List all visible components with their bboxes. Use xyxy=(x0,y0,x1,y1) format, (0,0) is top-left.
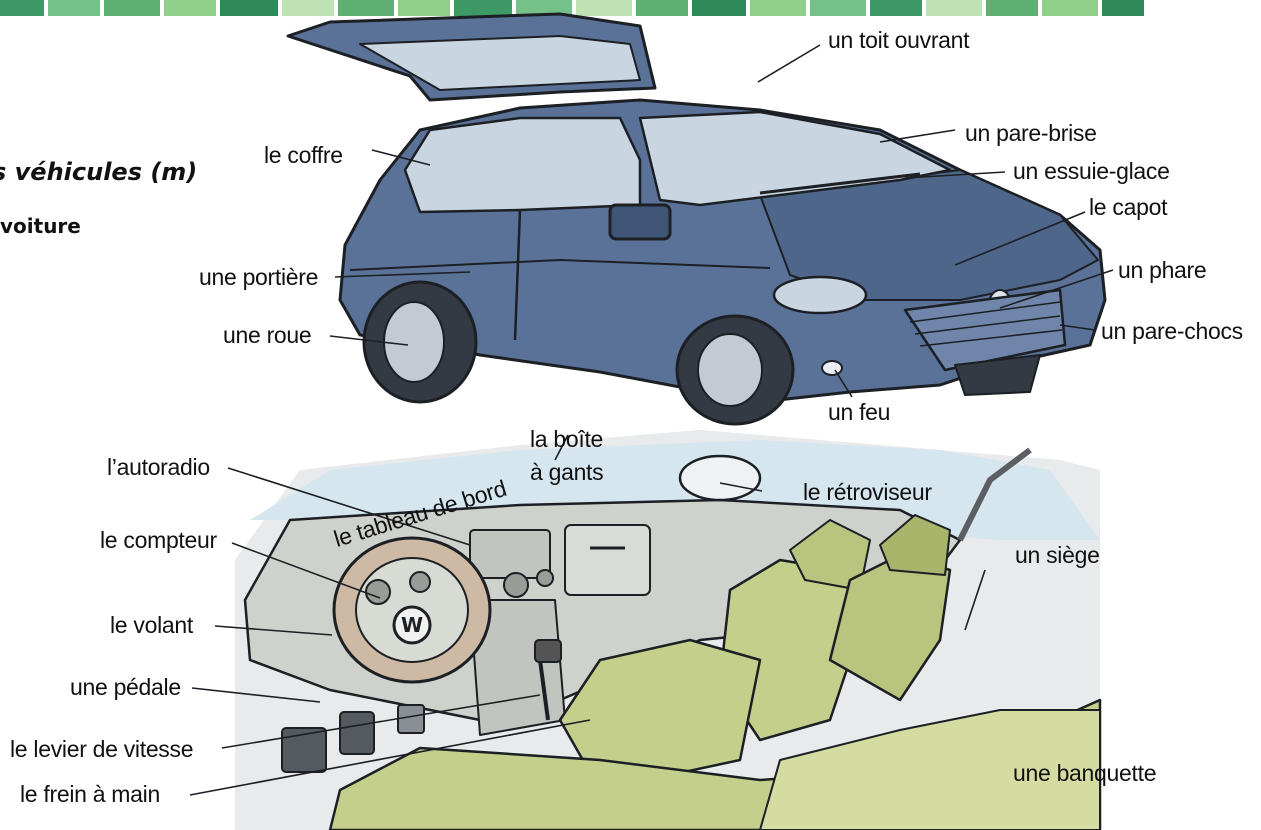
rear-view-mirror xyxy=(680,456,760,500)
label-essuie-glace: un essuie-glace xyxy=(1013,160,1170,183)
subsection-heading: voiture xyxy=(0,214,81,238)
label-roue: une roue xyxy=(223,324,311,347)
label-retroviseur: le rétroviseur xyxy=(803,481,932,504)
label-boite-line2: à gants xyxy=(530,461,603,484)
label-pare-chocs: un pare-chocs xyxy=(1101,320,1243,343)
label-levier: le levier de vitesse xyxy=(10,738,193,761)
label-toit-ouvrant: un toit ouvrant xyxy=(828,29,969,52)
car-interior: W xyxy=(235,430,1100,830)
steering-wheel: W xyxy=(334,538,490,682)
label-boite-line1: la boîte xyxy=(530,428,603,451)
label-capot: le capot xyxy=(1089,196,1167,219)
pedal-2 xyxy=(340,712,374,754)
label-portiere: une portière xyxy=(199,266,318,289)
label-phare: un phare xyxy=(1118,259,1206,282)
front-wheel xyxy=(677,316,793,424)
glove-box xyxy=(565,525,650,595)
label-coffre: le coffre xyxy=(264,144,343,167)
label-frein: le frein à main xyxy=(20,783,160,806)
headlight xyxy=(774,277,866,313)
label-pedale: une pédale xyxy=(70,676,181,699)
label-autoradio: l’autoradio xyxy=(107,456,210,479)
label-volant: le volant xyxy=(110,614,193,637)
label-banquette: une banquette xyxy=(1013,762,1156,785)
svg-text:W: W xyxy=(401,613,423,637)
section-heading: s véhicules (m) xyxy=(0,158,197,186)
rear-window xyxy=(405,118,640,212)
label-pare-brise: un pare-brise xyxy=(965,122,1097,145)
label-siege: un siège xyxy=(1015,544,1100,567)
car-exterior xyxy=(288,14,1105,424)
label-compteur: le compteur xyxy=(100,529,217,552)
side-mirror xyxy=(610,205,670,239)
label-feu: un feu xyxy=(828,401,890,424)
top-banner xyxy=(0,0,1144,16)
